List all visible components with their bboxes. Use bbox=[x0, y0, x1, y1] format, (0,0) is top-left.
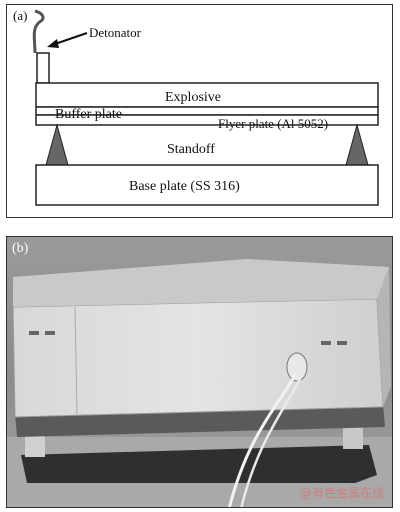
panel-a-letter: (a) bbox=[13, 8, 28, 23]
photo-panel: (b) @有色金属在线 bbox=[6, 236, 393, 508]
photo-standoff-right bbox=[343, 425, 363, 449]
right-standoff-support bbox=[345, 123, 369, 166]
tape-mark bbox=[321, 341, 331, 345]
explosive-label: Explosive bbox=[165, 90, 221, 105]
tape-mark bbox=[29, 331, 39, 335]
flyer-plate bbox=[35, 114, 379, 126]
box-seam bbox=[74, 306, 78, 416]
base-plate bbox=[35, 164, 379, 206]
cardboard-box-top bbox=[13, 259, 389, 307]
standoff-label: Standoff bbox=[167, 142, 215, 157]
detonator-arrowhead bbox=[47, 39, 59, 48]
detonator-label: Detonator bbox=[89, 25, 141, 40]
cardboard-box-side bbox=[377, 267, 391, 407]
panel-b-letter: (b) bbox=[12, 241, 29, 256]
watermark: @有色金属在线 bbox=[299, 486, 384, 500]
tape-mark bbox=[337, 341, 347, 345]
explosive-layer bbox=[35, 82, 379, 108]
schematic-panel: (a) Detonator Explosive Buffer plate Fly… bbox=[6, 4, 393, 218]
detonator-body bbox=[36, 52, 50, 84]
schematic-drawing bbox=[32, 9, 379, 206]
base-plate-label: Base plate (SS 316) bbox=[129, 179, 240, 194]
detonator-hole bbox=[286, 352, 308, 382]
experiment-photo bbox=[7, 237, 392, 507]
photo-standoff-left bbox=[25, 431, 45, 457]
detonator-wire-photo bbox=[227, 374, 297, 507]
flyer-plate-label: Flyer plate (Al 5052) bbox=[218, 116, 329, 131]
cardboard-box-front bbox=[12, 298, 384, 418]
left-standoff-support bbox=[45, 123, 69, 166]
tape-mark bbox=[45, 331, 55, 335]
photo-base-plate bbox=[21, 445, 377, 483]
detonator-wire bbox=[32, 9, 45, 54]
buffer-plate-label: Buffer plate bbox=[55, 107, 122, 122]
detonator-wire-photo bbox=[240, 376, 303, 507]
